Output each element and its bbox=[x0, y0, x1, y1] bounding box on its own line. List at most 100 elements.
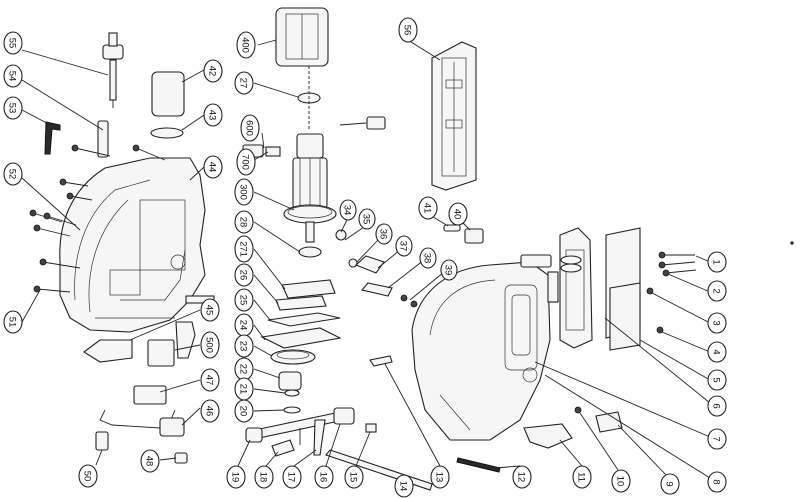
part-o-ring bbox=[150, 127, 184, 139]
callout-22: 22 bbox=[234, 357, 254, 381]
callout-46: 46 bbox=[200, 399, 220, 423]
part-47-pad bbox=[133, 385, 167, 405]
callout-300-label: 300 bbox=[238, 184, 249, 200]
callout-19: 19 bbox=[226, 465, 246, 489]
right-screws bbox=[646, 251, 697, 334]
stray-dot bbox=[790, 241, 794, 245]
callout-5-label: 5 bbox=[711, 377, 722, 382]
callout-35-label: 35 bbox=[361, 214, 372, 225]
callout-7: 7 bbox=[707, 428, 727, 450]
callout-56: 56 bbox=[398, 17, 418, 43]
callout-51: 51 bbox=[3, 310, 23, 334]
part-49-clamp bbox=[174, 452, 188, 464]
callout-10-label: 10 bbox=[615, 476, 626, 487]
callout-13-label: 13 bbox=[434, 472, 445, 483]
callout-25-label: 25 bbox=[238, 295, 249, 306]
callout-17-label: 17 bbox=[286, 472, 297, 483]
callout-52: 52 bbox=[3, 162, 23, 186]
callout-15: 15 bbox=[344, 465, 364, 489]
callout-7-label: 7 bbox=[711, 436, 722, 441]
part-hex-key bbox=[44, 121, 61, 155]
part-48-sleeve bbox=[159, 417, 185, 437]
left-screws bbox=[29, 144, 166, 293]
callout-40: 40 bbox=[448, 202, 468, 226]
callout-28-label: 28 bbox=[238, 217, 249, 228]
callout-400: 400 bbox=[236, 31, 256, 59]
callout-11: 11 bbox=[572, 465, 592, 489]
callout-43-label: 43 bbox=[207, 110, 218, 121]
callout-40-label: 40 bbox=[452, 209, 463, 220]
callout-2: 2 bbox=[707, 280, 727, 302]
part-blade-clamp-9 bbox=[595, 411, 623, 433]
part-capacitor-500 bbox=[147, 339, 175, 367]
callout-5: 5 bbox=[707, 369, 727, 391]
callout-17: 17 bbox=[282, 465, 302, 489]
callout-41-label: 41 bbox=[422, 203, 433, 214]
callout-21-label: 21 bbox=[238, 384, 249, 395]
part-hex-key-12 bbox=[456, 457, 501, 473]
callout-47-label: 47 bbox=[204, 375, 215, 386]
callout-42: 42 bbox=[203, 59, 223, 83]
callout-39: 39 bbox=[440, 259, 458, 281]
callout-3: 3 bbox=[707, 312, 727, 334]
callout-700: 700 bbox=[236, 148, 256, 176]
callout-24: 24 bbox=[234, 313, 254, 337]
part-armature bbox=[283, 133, 337, 243]
callout-22-label: 22 bbox=[238, 364, 249, 375]
callout-56-label: 56 bbox=[402, 25, 413, 36]
callout-6: 6 bbox=[707, 395, 727, 417]
callout-44: 44 bbox=[203, 155, 223, 179]
callout-36: 36 bbox=[375, 223, 393, 245]
callout-700-label: 700 bbox=[240, 154, 251, 170]
part-right-housing bbox=[411, 254, 552, 441]
callout-24-label: 24 bbox=[238, 320, 249, 331]
part-brush-holder-right bbox=[366, 116, 386, 130]
part-shaft-pin bbox=[97, 120, 109, 158]
callout-11-label: 11 bbox=[576, 472, 587, 482]
callout-18-label: 18 bbox=[258, 472, 269, 483]
callout-48: 48 bbox=[140, 449, 160, 473]
callout-46-label: 46 bbox=[204, 406, 215, 417]
callout-500-label: 500 bbox=[204, 337, 215, 353]
callout-1-label: 1 bbox=[711, 259, 722, 264]
callout-12-label: 12 bbox=[516, 472, 527, 483]
callout-20: 20 bbox=[234, 399, 254, 423]
callout-16: 16 bbox=[314, 465, 334, 489]
callout-54: 54 bbox=[3, 64, 23, 88]
callout-8-label: 8 bbox=[711, 479, 722, 484]
callout-600: 600 bbox=[240, 114, 260, 142]
callout-18: 18 bbox=[254, 465, 274, 489]
part-speed-knob bbox=[151, 71, 185, 117]
part-lever-13 bbox=[369, 355, 393, 367]
callout-28: 28 bbox=[234, 210, 254, 234]
callout-43: 43 bbox=[203, 103, 223, 127]
part-plate-25 bbox=[267, 312, 341, 327]
callout-51-label: 51 bbox=[7, 317, 18, 328]
part-40 bbox=[464, 228, 484, 244]
callout-26: 26 bbox=[234, 263, 254, 287]
callout-9: 9 bbox=[660, 473, 680, 495]
callout-19-label: 19 bbox=[230, 472, 241, 483]
callout-271-label: 271 bbox=[238, 241, 249, 257]
callout-25: 25 bbox=[234, 288, 254, 312]
part-stator bbox=[275, 7, 329, 67]
part-pinion-22 bbox=[278, 371, 302, 391]
callout-300: 300 bbox=[234, 178, 254, 206]
callout-4-label: 4 bbox=[711, 349, 722, 354]
callout-400-label: 400 bbox=[240, 37, 251, 53]
part-50-plug bbox=[95, 431, 109, 451]
part-shoe-plate bbox=[431, 41, 477, 191]
part-washer-20 bbox=[283, 406, 301, 414]
callout-13: 13 bbox=[430, 465, 450, 489]
part-plunger-assembly bbox=[245, 407, 377, 457]
callout-38-label: 38 bbox=[422, 253, 433, 264]
part-left-housing bbox=[59, 157, 206, 333]
callout-41: 41 bbox=[418, 196, 438, 220]
callout-34: 34 bbox=[339, 199, 357, 221]
part-washer-21 bbox=[284, 389, 300, 397]
callout-500: 500 bbox=[200, 331, 220, 359]
callout-42-label: 42 bbox=[207, 66, 218, 77]
callout-53-label: 53 bbox=[7, 103, 18, 114]
callout-21: 21 bbox=[234, 377, 254, 401]
